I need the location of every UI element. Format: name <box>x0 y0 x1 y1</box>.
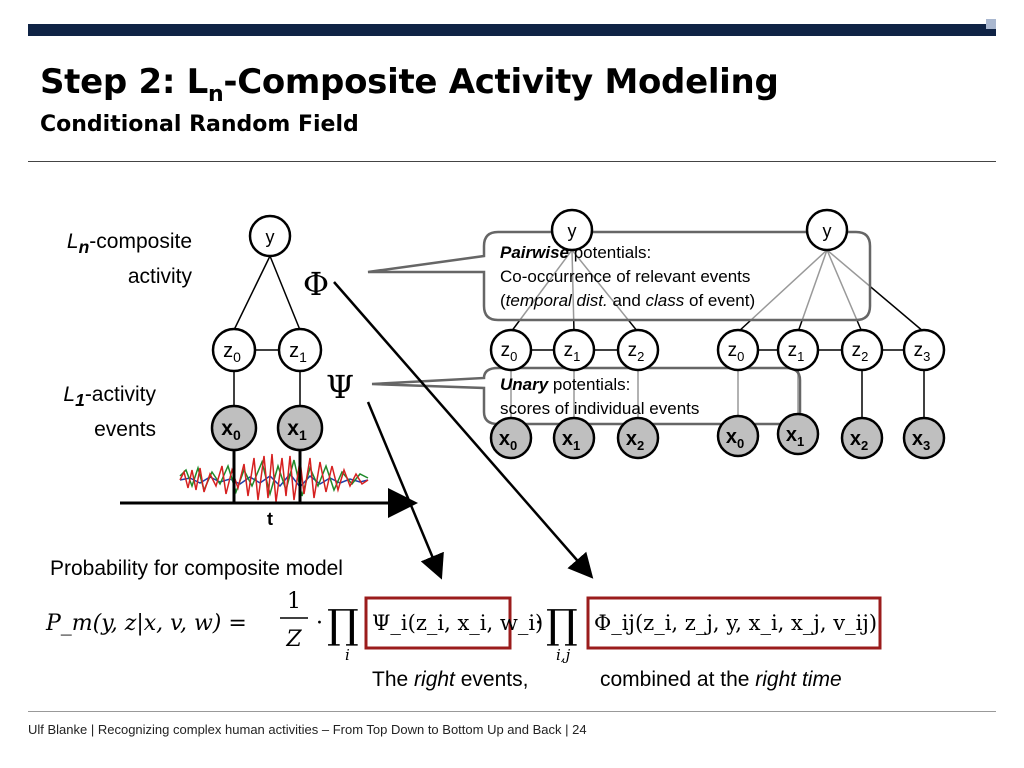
graph-a-z0-label: z0 <box>501 340 518 364</box>
graph-a-x2-label: x2 <box>626 428 644 453</box>
title-divider <box>28 161 996 162</box>
title-suffix: -Composite Activity Modeling <box>223 62 779 102</box>
activity-label-sub: 1 <box>75 390 85 411</box>
graph-b-z1-label: z1 <box>788 340 805 364</box>
formula: P_m(y, z|x, v, w) = 1 Z · ∏ i Ψ_i(z_i, x… <box>45 589 882 664</box>
graph-b-z2-node <box>840 328 884 372</box>
graph-a-x1-node <box>552 416 596 460</box>
activity-events-label: L1-activity events <box>30 380 156 445</box>
slide-footer: Ulf Blanke | Recognizing complex human a… <box>28 722 587 737</box>
left-y-label: y <box>266 227 275 247</box>
composite-label-line1: -composite <box>89 230 192 253</box>
graph-b-z0-node <box>716 328 760 372</box>
right-graph-b-nodes: y z0 z1 z2 z3 x0 x1 x2 x3 <box>716 208 946 460</box>
left-z0-label: z0 <box>223 340 241 365</box>
graph-a-z2-node <box>616 328 660 372</box>
right-graph-a-nodes: y z0 z1 z2 x0 x1 x2 <box>489 208 660 460</box>
psi-symbol: Ψ <box>326 368 354 406</box>
activity-label-line1: -activity <box>84 383 156 406</box>
title-prefix: Step 2: L <box>40 62 209 102</box>
graph-a-y-node <box>550 208 594 252</box>
graph-a-x2-node <box>616 416 660 460</box>
title-subscript: n <box>208 81 224 107</box>
formula-fraction-num: 1 <box>287 589 301 614</box>
left-z1-label: z1 <box>289 340 307 365</box>
graph-b-x1-node <box>776 412 820 456</box>
graph-a-x0-node <box>489 416 533 460</box>
graph-b-y-node <box>805 208 849 252</box>
graph-b-z1-node <box>776 328 820 372</box>
footer-divider <box>28 711 996 712</box>
unary-callout-line2: scores of individual events <box>500 399 699 418</box>
graph-b-x3-node <box>902 416 946 460</box>
formula-fraction-den: Z <box>285 627 302 652</box>
formula-prod-index-i: i <box>345 646 350 664</box>
right-time-caption: combined at the right time <box>600 668 842 691</box>
graph-a-x0-label: x0 <box>499 428 517 453</box>
graph-a-z2-label: z2 <box>628 340 645 364</box>
left-x1-label: x1 <box>287 417 307 443</box>
probability-label: Probability for composite model <box>50 557 343 580</box>
graph-b-z3-label: z3 <box>914 340 931 364</box>
activity-label-italic: L <box>63 383 76 406</box>
pairwise-callout-line2: Co-occurrence of relevant events <box>500 267 750 286</box>
graph-b-x3-label: x3 <box>912 428 930 453</box>
graph-b-x2-label: x2 <box>850 428 868 453</box>
header-bar <box>28 24 996 36</box>
graph-a-y-label: y <box>568 221 577 241</box>
unary-term-highlight <box>364 596 512 650</box>
phi-to-pairwise-arrow <box>333 281 594 579</box>
slide-subtitle: Conditional Random Field <box>40 112 359 137</box>
graph-a-z1-label: z1 <box>564 340 581 364</box>
right-events-caption: The right events, <box>372 668 529 691</box>
psi-to-unary-arrow <box>366 401 444 580</box>
composite-label-sub: n <box>78 237 90 258</box>
left-y-node <box>248 214 292 258</box>
left-x0-label: x0 <box>221 417 241 443</box>
unary-callout-line1: Unary potentials: <box>500 375 630 394</box>
pairwise-callout-line3: (temporal dist. and class of event) <box>500 291 755 310</box>
graph-b-z2-label: z2 <box>852 340 869 364</box>
graph-b-x0-label: x0 <box>726 426 744 451</box>
left-z0-node <box>211 327 257 373</box>
left-z1-node <box>277 327 323 373</box>
formula-prod-ij: ∏ <box>546 602 578 648</box>
pairwise-callout <box>367 230 872 322</box>
phi-symbol: Φ <box>303 265 329 303</box>
formula-prod-i: ∏ <box>327 602 359 648</box>
graph-b-x2-node <box>840 416 884 460</box>
slide-title: Step 2: Ln-Composite Activity Modeling <box>40 62 779 107</box>
formula-lhs: P_m(y, z|x, v, w) = <box>45 611 247 636</box>
graph-a-z1-node <box>552 328 596 372</box>
formula-dot-1: · <box>316 611 323 636</box>
composite-label-italic: L <box>66 230 79 253</box>
graph-b-z0-label: z0 <box>728 340 745 364</box>
activity-label-line2: events <box>94 418 156 442</box>
formula-unary-term: Ψ_i(z_i, x_i, w_i) <box>372 611 543 635</box>
pairwise-callout-line1: Pairwise potentials: <box>500 243 651 262</box>
graph-b-y-label: y <box>823 221 832 241</box>
time-axis-label: t <box>267 509 273 529</box>
left-graph: y z0 z1 x0 x1 t Φ Ψ <box>120 214 418 529</box>
graph-b-x0-node <box>716 414 760 458</box>
sensor-signal <box>179 453 369 503</box>
pairwise-term-highlight <box>586 596 882 650</box>
composite-label-line2: activity <box>127 265 192 289</box>
graph-a-x1-label: x1 <box>562 428 580 453</box>
graph-a-z0-node <box>489 328 533 372</box>
header-accent <box>986 19 996 29</box>
composite-activity-label: Ln-composite activity <box>30 227 192 292</box>
formula-prod-index-ij: i,j <box>556 646 571 664</box>
formula-pairwise-term: Φ_ij(z_i, z_j, y, x_i, x_j, v_ij) <box>594 611 877 635</box>
graph-b-x1-label: x1 <box>786 424 804 449</box>
graph-b-z3-node <box>902 328 946 372</box>
formula-dot-2: · <box>535 611 542 636</box>
